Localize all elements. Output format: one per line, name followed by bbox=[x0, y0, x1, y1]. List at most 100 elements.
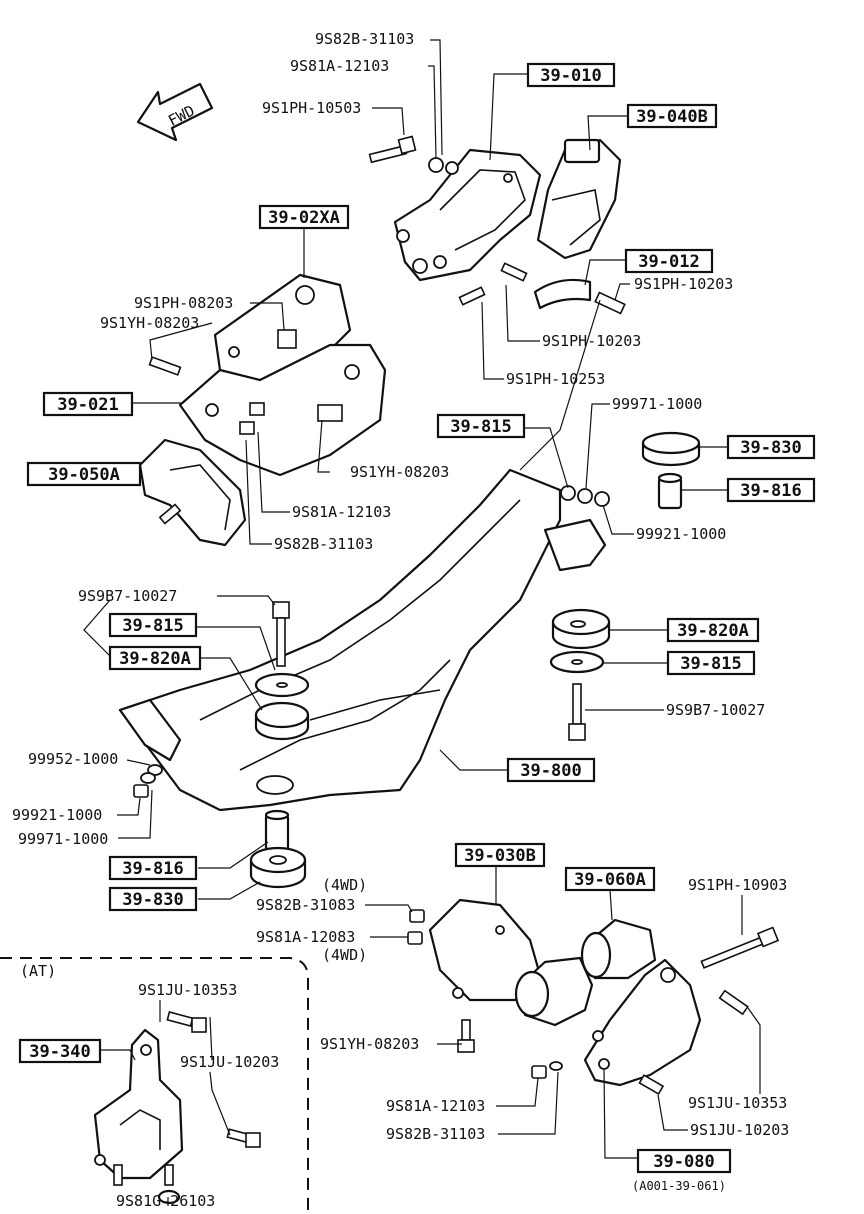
svg-text:39-340: 39-340 bbox=[29, 1042, 90, 1062]
svg-text:39-060A: 39-060A bbox=[574, 870, 646, 890]
svg-text:39-820A: 39-820A bbox=[119, 649, 191, 669]
crossmember-end-plate bbox=[118, 698, 182, 762]
washer-right bbox=[549, 650, 605, 674]
note-at-section: (AT) bbox=[20, 962, 56, 980]
part-label: 9S81A-12103 bbox=[386, 1097, 485, 1115]
part-label: 9S1PH-08203 bbox=[134, 294, 233, 312]
svg-text:39-02XA: 39-02XA bbox=[268, 208, 340, 228]
part-label: 9S81A-12103 bbox=[292, 503, 391, 521]
part-label: 9S9B7-10027 bbox=[666, 701, 765, 719]
part-label: 9S82B-31083 bbox=[256, 896, 355, 914]
svg-text:39-815: 39-815 bbox=[450, 417, 511, 437]
svg-text:39-800: 39-800 bbox=[520, 761, 581, 781]
fwd-arrow-icon: FWD bbox=[136, 82, 214, 142]
bolt-icon bbox=[113, 1011, 261, 1205]
nut-icon bbox=[407, 909, 563, 1079]
washer-left bbox=[254, 672, 310, 698]
nut-icon bbox=[560, 485, 610, 507]
callout-39-060a: 39-060A bbox=[564, 866, 656, 892]
part-label: 9S82B-31103 bbox=[315, 30, 414, 48]
engine-mount-insulator-left bbox=[138, 438, 247, 547]
callout-39-816-bottom: 39-816 bbox=[108, 855, 198, 881]
cushion-left-bottom bbox=[249, 846, 307, 889]
callout-39-830-top: 39-830 bbox=[726, 434, 816, 460]
callout-39-820a-right: 39-820A bbox=[666, 617, 760, 643]
bolt-icon bbox=[148, 329, 343, 435]
cushion-left bbox=[254, 701, 310, 741]
part-label: 9S81G-26103 bbox=[116, 1192, 215, 1210]
callout-39-800: 39-800 bbox=[506, 757, 596, 783]
part-label: 99952-1000 bbox=[28, 750, 118, 768]
engine-mount-bracket-right bbox=[393, 148, 542, 282]
svg-text:39-012: 39-012 bbox=[638, 252, 699, 272]
callout-39-021: 39-021 bbox=[42, 391, 134, 417]
part-label: 9S1PH-10253 bbox=[506, 370, 605, 388]
transmission-mount-bracket bbox=[583, 958, 702, 1087]
callout-39-820a-left: 39-820A bbox=[108, 645, 202, 671]
part-label: 9S81A-12083 bbox=[256, 928, 355, 946]
svg-text:39-050A: 39-050A bbox=[48, 465, 120, 485]
nut-icon bbox=[428, 157, 459, 175]
part-label: 99971-1000 bbox=[612, 395, 702, 413]
mount-bolt-right bbox=[568, 683, 586, 741]
svg-text:39-815: 39-815 bbox=[680, 654, 741, 674]
callout-39-340: 39-340 bbox=[18, 1038, 102, 1064]
cushion-right bbox=[551, 608, 611, 650]
svg-text:39-830: 39-830 bbox=[122, 890, 183, 910]
part-label: 9S9B7-10027 bbox=[78, 587, 177, 605]
at-section-frame bbox=[0, 957, 309, 1212]
part-label: 9S1PH-10503 bbox=[262, 99, 361, 117]
mount-bolt-left bbox=[272, 601, 290, 667]
part-label: 9S1JU-10353 bbox=[138, 981, 237, 999]
callout-39-816-top: 39-816 bbox=[726, 477, 816, 503]
part-label: 99921-1000 bbox=[12, 806, 102, 824]
callout-39-040b: 39-040B bbox=[626, 103, 718, 129]
svg-text:39-080: 39-080 bbox=[653, 1152, 714, 1172]
part-label: 9S1PH-10203 bbox=[634, 275, 733, 293]
leader-lines bbox=[100, 39, 761, 1206]
part-label: 9S82B-31103 bbox=[386, 1125, 485, 1143]
mount-washer-shim bbox=[533, 278, 592, 310]
part-label: 9S1JU-10203 bbox=[690, 1121, 789, 1139]
svg-text:39-820A: 39-820A bbox=[677, 621, 749, 641]
svg-text:39-040B: 39-040B bbox=[636, 107, 708, 127]
bolt-icon bbox=[457, 926, 780, 1096]
svg-text:39-030B: 39-030B bbox=[464, 846, 536, 866]
brace-mark bbox=[83, 599, 111, 657]
drawing-code: (A001-39-061) bbox=[632, 1179, 726, 1193]
part-label: 9S1JU-10353 bbox=[688, 1094, 787, 1112]
part-label: 9S1PH-10903 bbox=[688, 876, 787, 894]
callout-39-815-top: 39-815 bbox=[436, 413, 526, 439]
callout-39-815-right: 39-815 bbox=[666, 650, 756, 676]
part-label: 99971-1000 bbox=[18, 830, 108, 848]
bolt-icon bbox=[368, 135, 417, 164]
svg-text:39-010: 39-010 bbox=[540, 66, 601, 86]
part-number-labels: 9S82B-31103 9S81A-12103 9S1PH-10503 9S1P… bbox=[12, 30, 789, 1210]
transmission-mount-insulator bbox=[580, 918, 657, 980]
part-label: 9S1YH-08203 bbox=[100, 314, 199, 332]
nut-icon bbox=[133, 764, 163, 798]
note-4wd: (4WD) bbox=[322, 876, 367, 894]
svg-text:39-021: 39-021 bbox=[57, 395, 118, 415]
callout-39-012: 39-012 bbox=[624, 248, 714, 274]
svg-text:39-816: 39-816 bbox=[122, 859, 183, 879]
bolt-icon bbox=[458, 262, 626, 315]
part-label: 9S1YH-08203 bbox=[320, 1035, 419, 1053]
part-label: 9S82B-31103 bbox=[274, 535, 373, 553]
note-4wd: (4WD) bbox=[322, 946, 367, 964]
part-label: 9S1JU-10203 bbox=[180, 1053, 279, 1071]
svg-text:39-815: 39-815 bbox=[122, 616, 183, 636]
callout-39-830-bottom: 39-830 bbox=[108, 886, 198, 912]
svg-text:39-830: 39-830 bbox=[740, 438, 801, 458]
part-label: 99921-1000 bbox=[636, 525, 726, 543]
transmission-mount-at bbox=[93, 1028, 184, 1180]
part-label: 9S1YH-08203 bbox=[350, 463, 449, 481]
cushion-right-top bbox=[641, 431, 701, 467]
callout-39-080: 39-080 bbox=[636, 1148, 732, 1174]
part-label: 9S1PH-10203 bbox=[542, 332, 641, 350]
part-label: 9S81A-12103 bbox=[290, 57, 389, 75]
transmission-crossmember bbox=[118, 468, 607, 812]
callout-39-815-left: 39-815 bbox=[108, 612, 198, 638]
spacer-right bbox=[657, 472, 683, 510]
